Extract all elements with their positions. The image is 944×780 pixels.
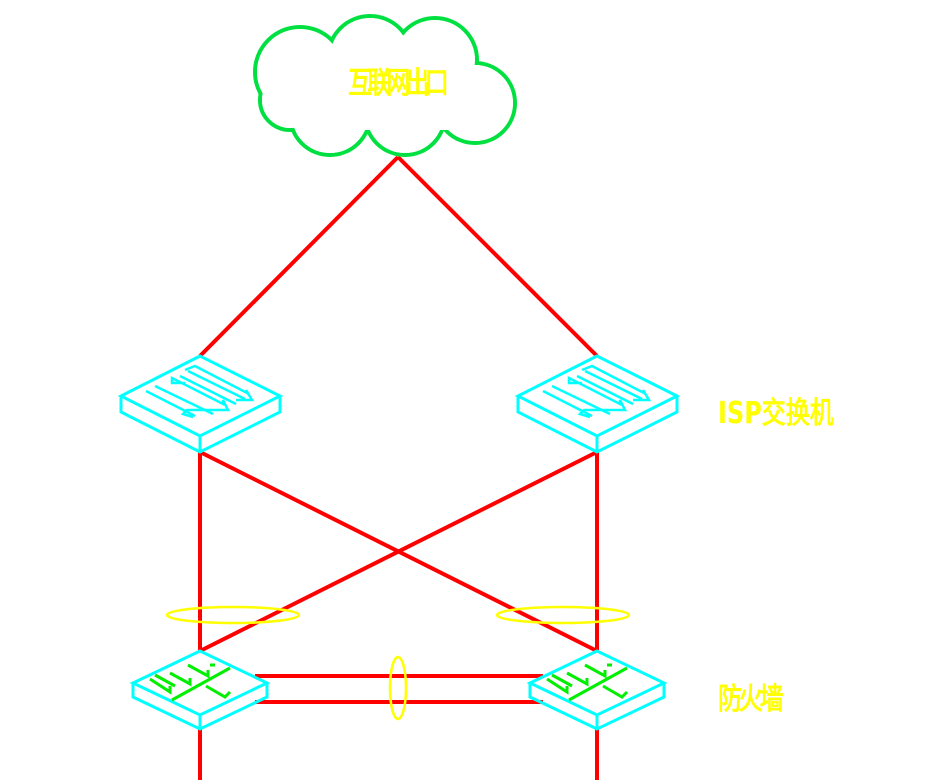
firewall-left[interactable]: [129, 649, 271, 731]
firewall-arrows-icon: [149, 663, 232, 702]
link-aggregation-right: [495, 605, 631, 625]
switch-arrows-icon: [145, 364, 255, 419]
link-aggregation-left: [165, 605, 301, 625]
links: [198, 155, 599, 780]
cloud-icon: [253, 14, 517, 157]
isp-switch-right[interactable]: [516, 354, 679, 454]
link-isp-right-fw-left: [199, 450, 598, 653]
isp-switch-left[interactable]: [117, 354, 284, 454]
link-cloud-isp-left: [198, 155, 400, 358]
link-aggregation-ha: [388, 655, 408, 721]
link-cloud-isp-right: [396, 155, 599, 358]
firewall-label: 防火墙: [718, 682, 784, 717]
isp-switch-label: ISP交换机: [718, 396, 834, 431]
cloud-label: 互联网出口: [348, 66, 449, 101]
firewall-right[interactable]: [528, 649, 666, 731]
